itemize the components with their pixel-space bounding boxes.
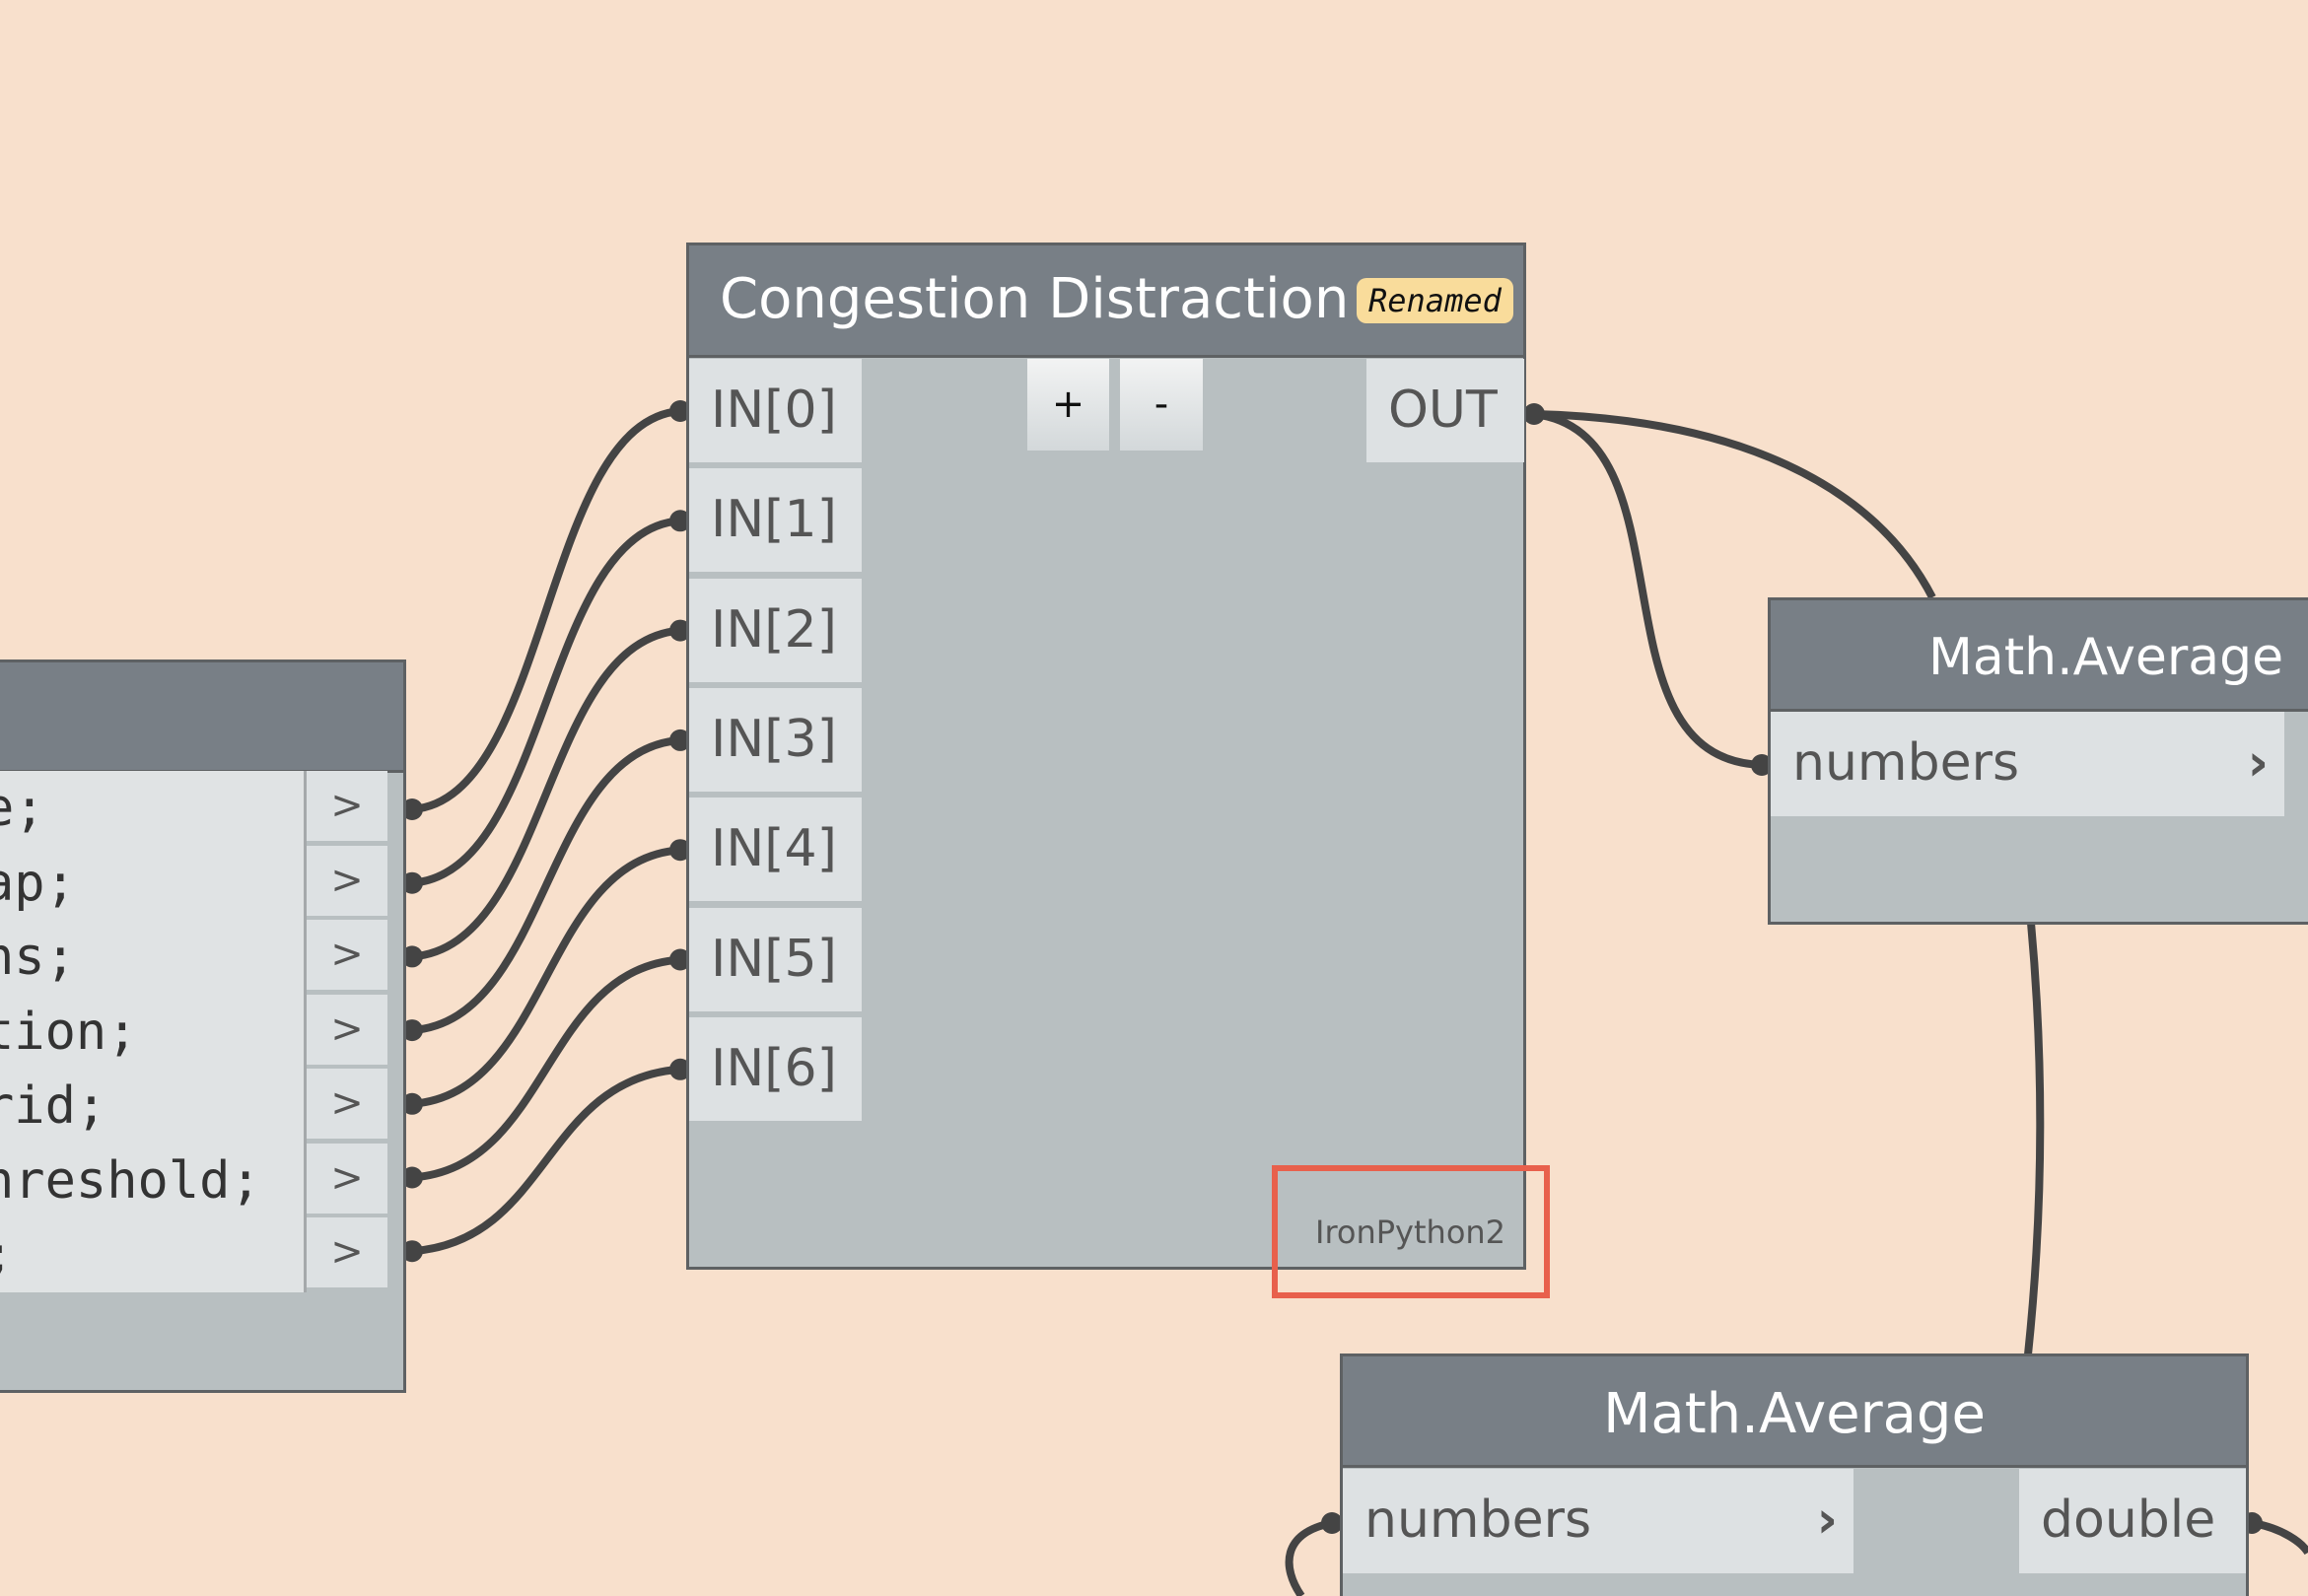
port-connector-dot	[401, 1092, 423, 1115]
chevron-right-icon: ›	[1816, 1491, 1838, 1550]
chevron-icon: >	[330, 857, 364, 903]
input-port[interactable]: IN[5]	[689, 907, 862, 1011]
chevron-icon: >	[330, 1006, 364, 1052]
code-line: ap;	[0, 853, 76, 913]
code-line: e;	[0, 779, 45, 838]
wire[interactable]	[2024, 922, 2045, 1355]
input-port[interactable]: IN[6]	[689, 1016, 862, 1121]
input-port[interactable]: IN[0]	[689, 359, 862, 462]
input-port-numbers[interactable]: numbers ›	[1343, 1469, 1853, 1573]
wire[interactable]	[411, 846, 681, 1108]
port-connector-dot	[1321, 1512, 1343, 1534]
input-port[interactable]: IN[1]	[689, 468, 862, 573]
port-connector-dot	[669, 1058, 691, 1080]
output-port-double[interactable]: double	[2019, 1469, 2246, 1573]
wire[interactable]	[411, 626, 681, 961]
output-port[interactable]: >	[307, 1217, 387, 1287]
port-label: numbers	[1792, 733, 2020, 793]
code-line: hreshold;	[0, 1150, 261, 1211]
code-block-node[interactable]: e; >ap; >ns; >tion; >rid; >hreshold; >; …	[0, 659, 406, 1393]
output-port[interactable]: >	[307, 771, 387, 841]
renamed-badge: Renamed	[1357, 278, 1513, 323]
engine-highlight-box	[1272, 1165, 1550, 1298]
wire[interactable]	[1285, 1519, 1333, 1596]
port-connector-dot	[669, 619, 691, 642]
output-port[interactable]: >	[307, 845, 387, 916]
code-area[interactable]	[0, 771, 307, 1292]
port-connector-dot	[401, 798, 423, 820]
input-port[interactable]: IN[2]	[689, 578, 862, 682]
port-connector-dot	[1751, 754, 1773, 776]
chevron-icon: >	[330, 1080, 364, 1126]
wire[interactable]	[411, 407, 681, 813]
wire[interactable]	[411, 735, 681, 1035]
node-title: Math.Average	[1603, 1382, 1986, 1446]
input-port-numbers[interactable]: numbers ›	[1771, 712, 2284, 816]
chevron-icon: >	[330, 783, 364, 828]
port-connector-dot	[401, 1019, 423, 1042]
output-port[interactable]: >	[307, 994, 387, 1065]
output-port[interactable]: >	[307, 1143, 387, 1214]
port-connector-dot	[669, 400, 691, 422]
output-port[interactable]: >	[307, 1069, 387, 1139]
python-script-node[interactable]: Congestion Distraction Renamed IN[0]IN[1…	[686, 243, 1526, 1270]
output-port-out[interactable]: OUT	[1366, 359, 1524, 462]
output-port[interactable]: >	[307, 920, 387, 990]
chevron-right-icon: ›	[2247, 733, 2269, 793]
remove-input-button[interactable]: -	[1120, 359, 1203, 451]
node-title: Congestion Distraction	[720, 267, 1350, 331]
wire[interactable]	[411, 517, 681, 887]
wire[interactable]	[411, 1065, 681, 1256]
code-line: tion;	[0, 1002, 138, 1062]
port-connector-dot	[669, 729, 691, 751]
port-connector-dot	[1523, 403, 1545, 425]
chevron-icon: >	[330, 1229, 364, 1275]
node-title: Math.Average	[1928, 628, 2284, 687]
math-average-node-bottom[interactable]: Math.Average numbers › double	[1340, 1353, 2249, 1596]
add-input-button[interactable]: +	[1027, 359, 1109, 451]
chevron-icon: >	[330, 932, 364, 977]
port-connector-dot	[401, 1166, 423, 1189]
port-connector-dot	[669, 948, 691, 971]
code-line: ;	[0, 1225, 14, 1284]
input-port[interactable]: IN[4]	[689, 798, 862, 902]
node-header[interactable]: Math.Average	[1343, 1356, 2246, 1468]
math-average-node-right[interactable]: Math.Average numbers ›	[1768, 597, 2308, 925]
wire[interactable]	[411, 955, 681, 1182]
chevron-icon: >	[330, 1154, 364, 1201]
python-node-header[interactable]: Congestion Distraction Renamed	[689, 245, 1523, 358]
code-line: ns;	[0, 928, 76, 987]
port-connector-dot	[401, 945, 423, 968]
port-label: numbers	[1364, 1491, 1592, 1550]
port-connector-dot	[669, 839, 691, 862]
port-connector-dot	[669, 510, 691, 532]
port-connector-dot	[401, 1240, 423, 1263]
engine-label[interactable]: IronPython2	[1315, 1214, 1506, 1251]
code-line: rid;	[0, 1076, 107, 1136]
wire[interactable]	[1533, 410, 1763, 769]
port-connector-dot	[401, 871, 423, 894]
code-block-header[interactable]	[0, 662, 403, 773]
node-header[interactable]: Math.Average	[1771, 600, 2308, 712]
input-port[interactable]: IN[3]	[689, 687, 862, 792]
wire[interactable]	[1533, 410, 1936, 599]
